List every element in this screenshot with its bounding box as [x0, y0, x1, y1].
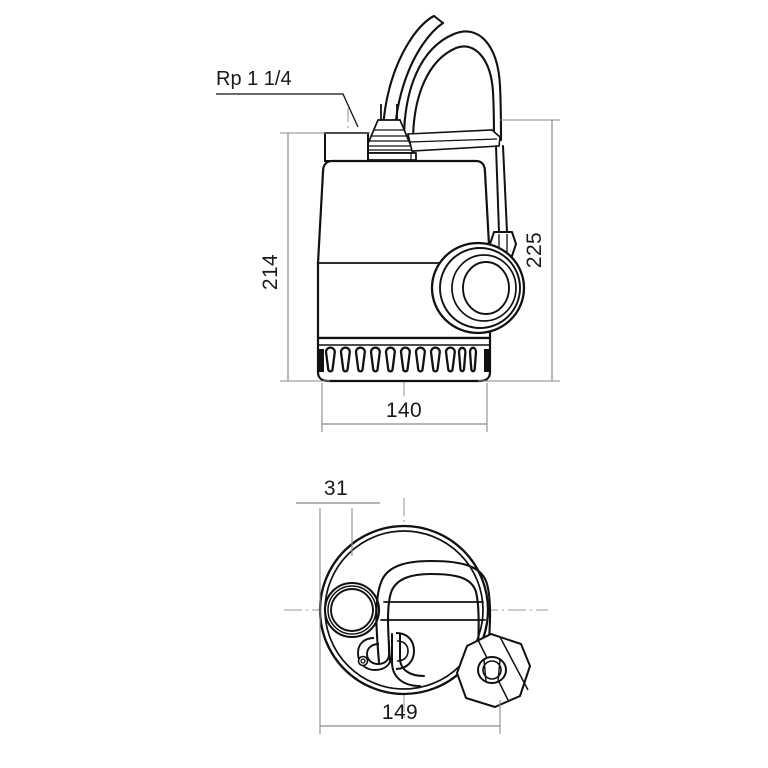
pump-body-plan [318, 524, 490, 696]
outlet-thread-callout: Rp 1 1/4 [216, 68, 359, 128]
float-switch [430, 231, 526, 335]
float-switch-cable [495, 145, 508, 233]
cable-gland [361, 104, 417, 161]
float-switch-plan [456, 633, 531, 708]
front-elevation-view [316, 14, 526, 396]
discharge-outlet-plan [323, 581, 381, 639]
callout-leader-line [216, 93, 359, 128]
dim-label-31: 31 [324, 477, 348, 500]
strainer-inlet-slots [316, 336, 492, 383]
float-switch-cable-plan [391, 633, 425, 687]
dim-label-140: 140 [386, 399, 422, 422]
carrying-handle [402, 30, 503, 144]
top-plan-view [284, 498, 548, 718]
top-view-dimensions: 31 149 [296, 477, 501, 734]
dim-label-149: 149 [382, 701, 418, 724]
discharge-outlet [324, 132, 369, 162]
callout-label-rp: Rp 1 1/4 [216, 68, 292, 90]
dim-label-225: 225 [523, 232, 546, 268]
carrying-handle-plan [375, 559, 492, 666]
dim-label-214: 214 [259, 254, 282, 290]
cable-gland-plan [357, 632, 415, 671]
front-view-dimensions: 214 225 140 Rp 1 1/4 [216, 68, 560, 432]
handle-tang [407, 129, 501, 152]
